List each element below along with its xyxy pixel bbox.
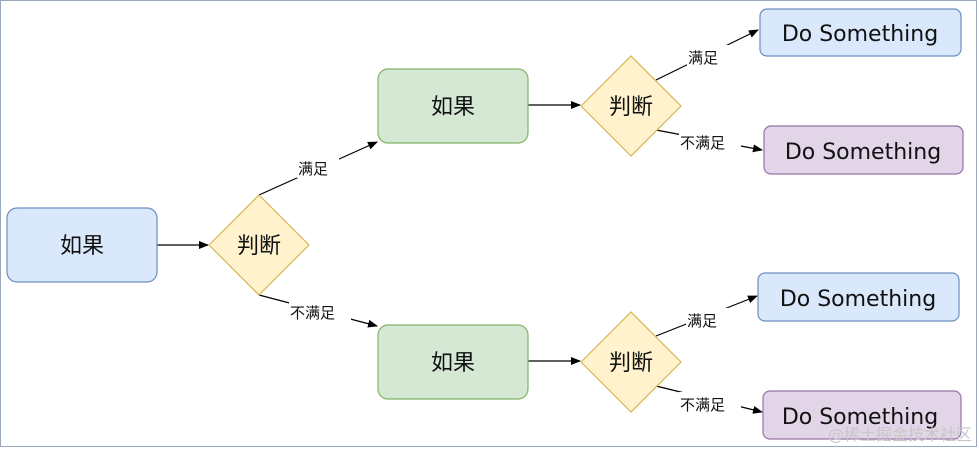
node-judge-root-label: 判断 [237,234,281,259]
edge-label-yes-top: 满足 [688,49,718,67]
edge-label-no-bottom: 不满足 [680,396,725,414]
edge-labels: 满足 不满足 满足 不满足 满足 不满足 [289,45,741,414]
node-action-top-yes-label: Do Something [782,22,938,47]
node-if-top: 如果 [377,68,529,144]
node-judge-bottom: 判断 [580,311,682,413]
node-if-root: 如果 [6,207,158,283]
node-judge-bottom-label: 判断 [609,351,653,376]
node-action-bottom-no-label: Do Something [782,405,938,430]
edge-label-yes-bottom: 满足 [687,312,717,330]
node-action-top-no-label: Do Something [785,140,941,165]
node-if-top-label: 如果 [431,95,475,120]
node-action-top-yes: Do Something [759,8,962,57]
edge-label-no-root: 不满足 [290,304,335,322]
node-action-bottom-yes: Do Something [757,272,960,322]
node-judge-top: 判断 [580,55,682,157]
edge-label-yes-root: 满足 [298,160,328,178]
node-action-bottom-yes-label: Do Something [780,287,936,312]
node-if-root-label: 如果 [60,234,104,259]
node-judge-root: 判断 [208,194,310,296]
node-judge-top-label: 判断 [609,95,653,120]
node-action-bottom-no: Do Something [762,390,962,440]
node-action-top-no: Do Something [763,125,964,175]
node-if-bottom: 如果 [377,324,529,400]
node-if-bottom-label: 如果 [431,351,475,376]
watermark: @稀土掘金技术社区 [828,425,972,444]
edge-label-no-top: 不满足 [680,134,725,152]
